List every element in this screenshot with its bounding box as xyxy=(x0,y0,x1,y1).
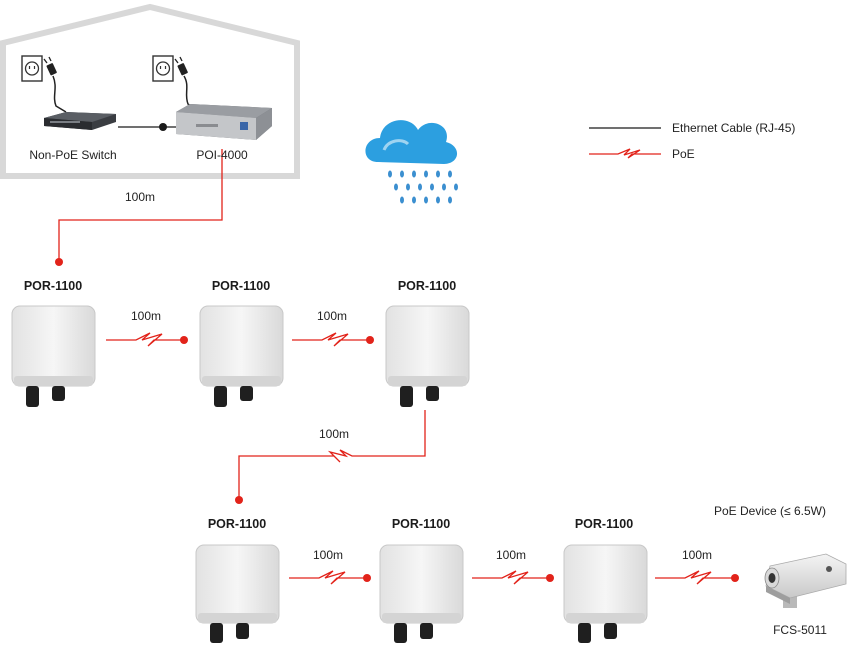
repeater-label: POR-1100 xyxy=(207,517,267,531)
poe-connector-dot xyxy=(55,258,63,266)
poi-4000-label: POI-4000 xyxy=(196,148,248,162)
camera-model-label: FCS-5011 xyxy=(773,623,827,637)
poe-link xyxy=(472,570,550,585)
ip-camera-icon xyxy=(764,553,847,608)
legend-ethernet-label: Ethernet Cable (RJ-45) xyxy=(672,121,796,135)
por-1100-repeater-icon xyxy=(563,544,648,643)
poe-connector-dot xyxy=(363,574,371,582)
power-plug-icon xyxy=(43,56,67,113)
poe-cable xyxy=(58,149,223,262)
poi-4000-injector-icon xyxy=(176,104,272,140)
repeater-label: POR-1100 xyxy=(211,279,271,293)
repeater-label: POR-1100 xyxy=(391,517,451,531)
poe-link xyxy=(238,410,426,500)
house-outline xyxy=(0,3,300,179)
distance-label: 100m xyxy=(130,309,162,323)
poe-connector-dot xyxy=(235,496,243,504)
poe-link xyxy=(292,332,370,347)
wall-outlet-icon xyxy=(21,55,43,82)
distance-label: 100m xyxy=(681,548,713,562)
poe-link xyxy=(289,570,367,585)
poe-link xyxy=(655,570,735,585)
non-poe-switch-label: Non-PoE Switch xyxy=(29,148,117,162)
rain-cloud-icon xyxy=(365,120,458,204)
repeater-label: POR-1100 xyxy=(23,279,83,293)
poe-connector-dot xyxy=(366,336,374,344)
por-1100-repeater-icon xyxy=(199,305,284,407)
por-1100-repeater-icon xyxy=(11,305,96,407)
repeater-label: POR-1100 xyxy=(574,517,634,531)
por-1100-repeater-icon xyxy=(379,544,464,643)
distance-label: 100m xyxy=(318,427,350,441)
legend-poe-line xyxy=(589,148,661,159)
por-1100-repeater-icon xyxy=(385,305,470,407)
poe-connector-dot xyxy=(546,574,554,582)
repeater-label: POR-1100 xyxy=(397,279,457,293)
poe-device-label: PoE Device (≤ 6.5W) xyxy=(714,504,826,518)
poe-connector-dot xyxy=(180,336,188,344)
legend-poe-label: PoE xyxy=(672,147,695,161)
poe-link xyxy=(106,332,184,347)
distance-label: 100m xyxy=(495,548,527,562)
wall-outlet-icon xyxy=(152,55,174,82)
power-plug-icon xyxy=(174,56,197,111)
distance-label: 100m xyxy=(316,309,348,323)
poe-connector-dot xyxy=(731,574,739,582)
distance-label: 100m xyxy=(312,548,344,562)
ethernet-connector-dot xyxy=(159,123,167,131)
por-1100-repeater-icon xyxy=(195,544,280,643)
non-poe-switch-icon xyxy=(44,112,116,130)
distance-label: 100m xyxy=(124,190,156,204)
